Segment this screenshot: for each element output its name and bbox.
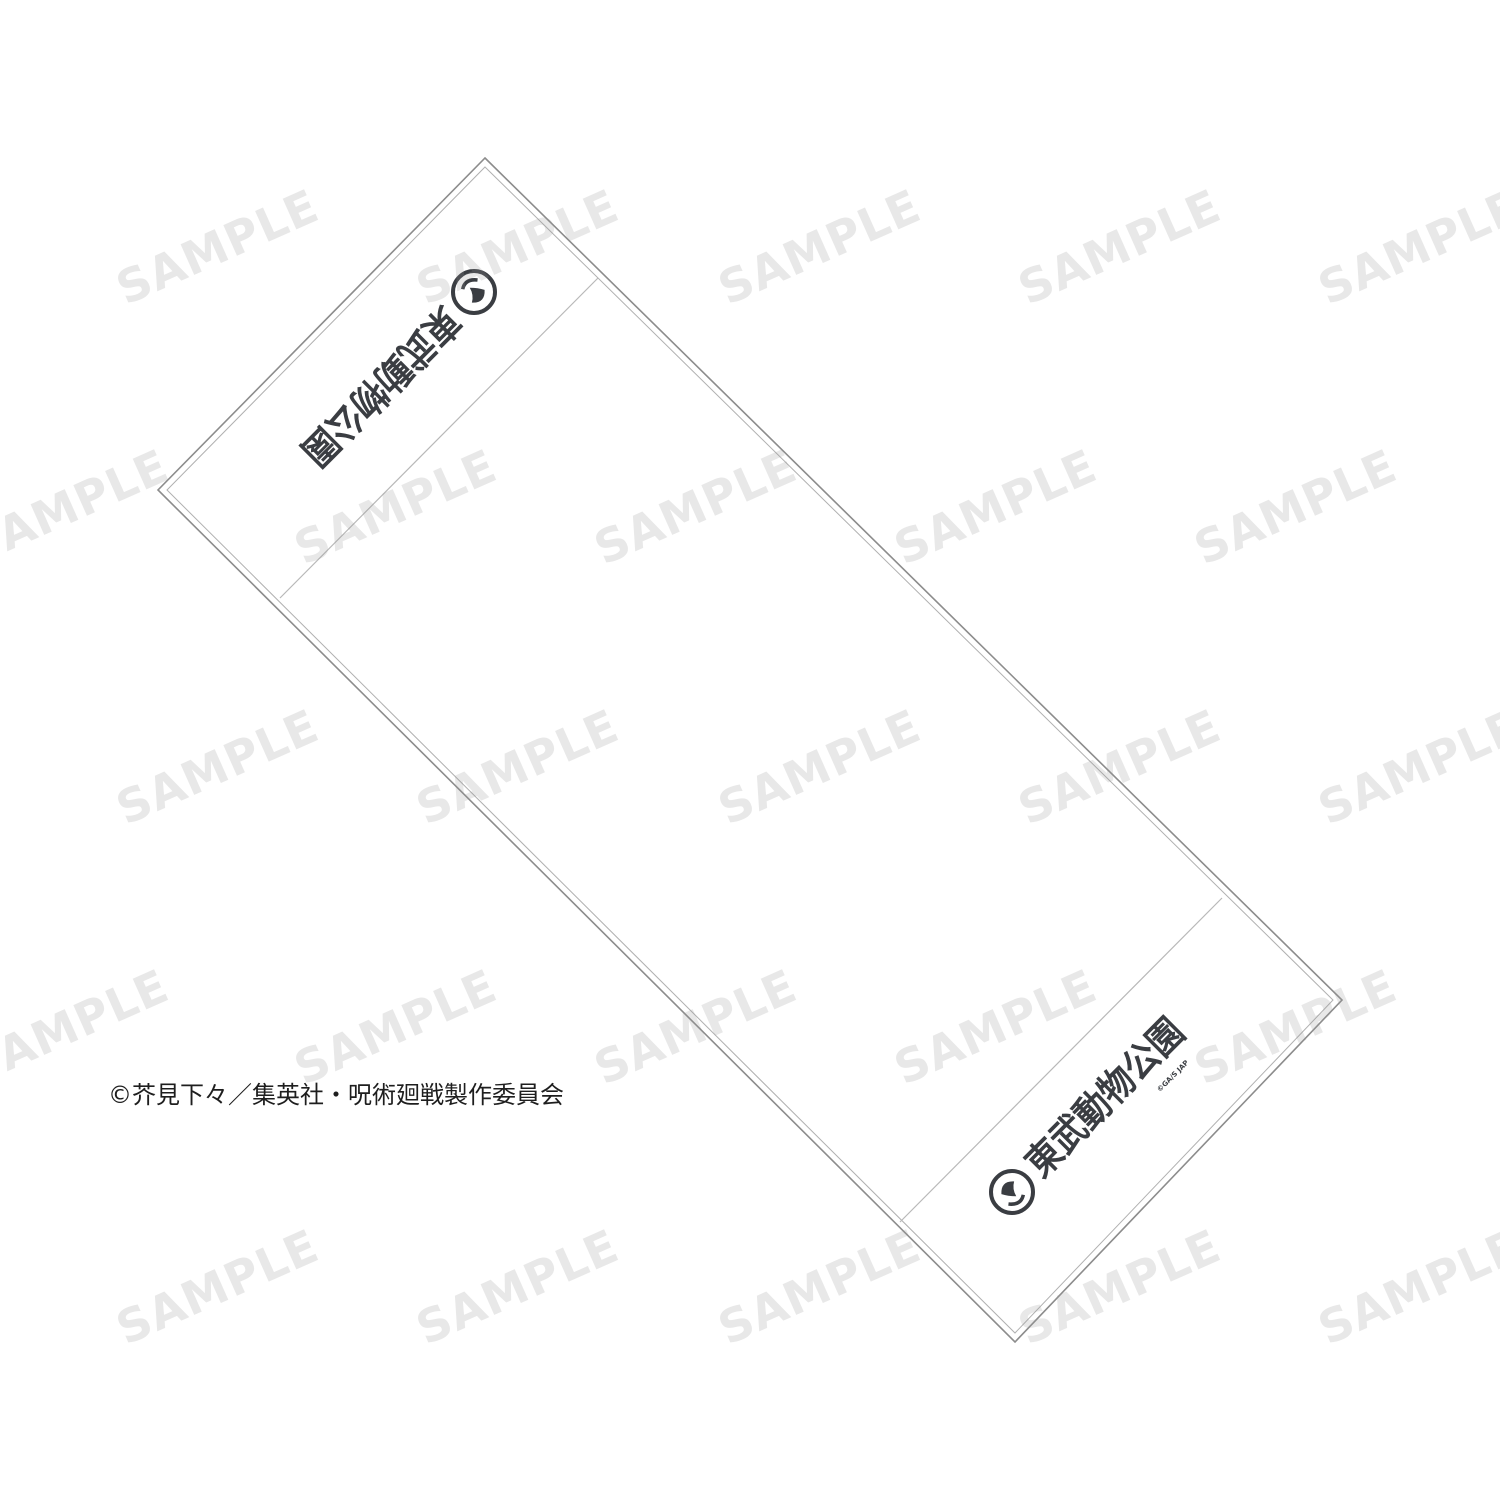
swirl-emblem-icon — [451, 269, 497, 315]
towel-fold-line-bottom — [899, 897, 1223, 1223]
copyright-notice: ©芥見下々／集英社・呪術廻戦製作委員会 — [108, 1081, 564, 1109]
towel-fold-line-top — [279, 277, 599, 599]
swirl-emblem-icon — [989, 1169, 1035, 1215]
towel-body — [156, 156, 1344, 1344]
towel-stitch-border — [166, 166, 1334, 1334]
